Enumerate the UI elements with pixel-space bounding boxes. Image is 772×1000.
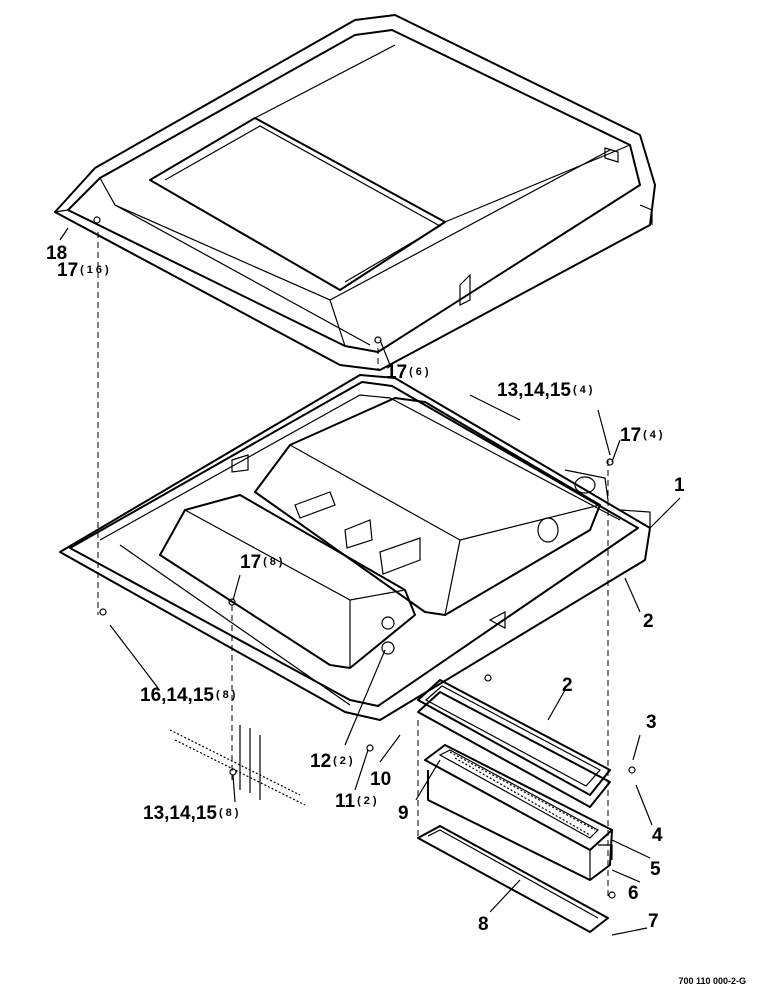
callout-18: 18 <box>46 244 67 263</box>
top-cover-part-18 <box>54 14 656 371</box>
callout-quantity: (2) <box>357 795 380 807</box>
small-housing <box>159 494 416 669</box>
fastener-alignment-lines <box>97 232 609 900</box>
callout-number: 4 <box>652 825 663 846</box>
callout-number: 17 <box>386 362 408 383</box>
leader-lines <box>59 227 681 936</box>
callout-quantity: (8) <box>263 556 286 568</box>
washer-icon <box>366 744 374 752</box>
callout-5: 5 <box>650 860 661 879</box>
screw-icon <box>374 336 382 344</box>
callout-quantity: (16) <box>80 264 112 276</box>
screw-icon <box>628 766 636 774</box>
callout-11: 11(2) <box>335 792 380 811</box>
callout-number: 17 <box>620 425 642 446</box>
screw-icon <box>484 674 492 682</box>
callout-10: 10 <box>370 770 391 789</box>
drawing-number: 700 110 000-2-G <box>678 976 746 986</box>
callout-13-14-15-top-right: 13,14,15(4) <box>497 381 595 400</box>
callout-number: 13,14,15 <box>143 803 217 824</box>
callout-number: 1 <box>674 475 685 496</box>
bolt-icon <box>229 768 237 776</box>
callout-quantity: (2) <box>333 755 356 767</box>
housing <box>254 394 609 616</box>
callout-quantity: (4) <box>643 429 666 441</box>
callout-quantity: (6) <box>409 366 432 378</box>
callout-17-top-left: 17(16) <box>57 261 112 280</box>
screw-icon <box>228 598 236 606</box>
screw-icon <box>606 458 614 466</box>
callout-2-panel: 2 <box>643 612 654 631</box>
callout-9: 9 <box>398 804 409 823</box>
hatch-detail <box>169 725 306 806</box>
callout-number: 2 <box>562 675 573 696</box>
callout-2-gasket: 2 <box>562 676 573 695</box>
callout-17-housing: 17(8) <box>240 553 286 572</box>
bottom-tray-part-8 <box>417 825 609 933</box>
callout-quantity: (8) <box>215 689 239 701</box>
roof-panel-part-1 <box>59 374 651 721</box>
callout-17-cover-center: 17(6) <box>386 363 432 382</box>
callout-8: 8 <box>478 915 489 934</box>
callout-quantity: (8) <box>218 807 242 819</box>
callout-number: 10 <box>370 769 392 790</box>
callout-number: 17 <box>57 260 79 281</box>
callout-7: 7 <box>648 912 659 931</box>
callout-quantity: (4) <box>572 384 596 396</box>
callout-number: 17 <box>240 552 262 573</box>
callout-number: 11 <box>335 791 356 812</box>
callout-17-right: 17(4) <box>620 426 666 445</box>
callout-number: 9 <box>398 803 409 824</box>
callout-number: 16,14,15 <box>140 685 214 706</box>
callout-number: 2 <box>643 611 654 632</box>
screw-icon <box>93 216 101 224</box>
callout-number: 8 <box>478 914 489 935</box>
callout-number: 7 <box>648 911 659 932</box>
callout-number: 13,14,15 <box>497 380 571 401</box>
callout-12: 12(2) <box>310 752 356 771</box>
callout-number: 5 <box>650 859 661 880</box>
callout-13-14-15-bottom-left: 13,14,15(8) <box>143 804 241 823</box>
callout-number: 18 <box>46 243 68 264</box>
callout-4: 4 <box>652 826 663 845</box>
bolt-icon <box>99 608 107 616</box>
callout-1: 1 <box>674 476 685 495</box>
callout-3: 3 <box>646 713 657 732</box>
callout-16-14-15: 16,14,15(8) <box>140 686 238 705</box>
callout-number: 3 <box>646 712 657 733</box>
screw-icon <box>608 891 616 899</box>
gasket-part-2 <box>417 679 611 808</box>
callout-number: 12 <box>310 751 332 772</box>
callout-number: 6 <box>628 883 639 904</box>
callout-6: 6 <box>628 884 639 903</box>
filter-assembly <box>424 744 613 881</box>
